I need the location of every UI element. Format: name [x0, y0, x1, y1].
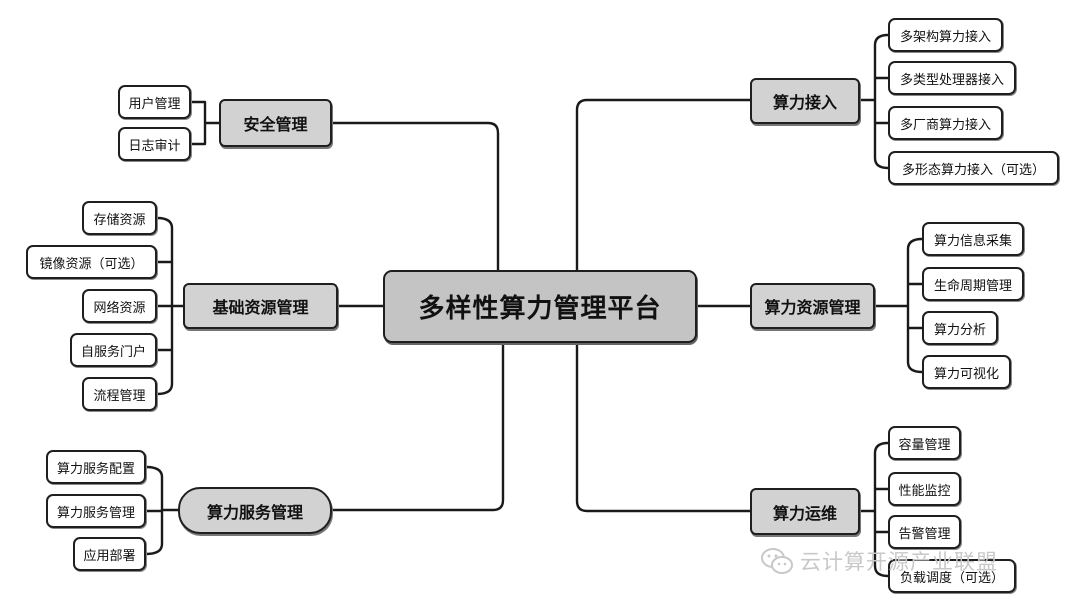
leaf-alarm: 告警管理 — [888, 515, 961, 549]
leaf-info-collect: 算力信息采集 — [922, 222, 1024, 256]
root-node: 多样性算力管理平台 — [383, 270, 697, 343]
bracket-base — [155, 216, 185, 396]
bracket-security — [189, 100, 221, 146]
branch-ops: 算力运维 — [750, 488, 860, 535]
leaf-multi-vendor: 多厂商算力接入 — [888, 106, 1003, 140]
connector-root-service — [330, 341, 505, 512]
leaf-visualization: 算力可视化 — [922, 355, 1011, 389]
wechat-icon — [761, 548, 793, 574]
branch-service: 算力服务管理 — [178, 487, 332, 534]
connector-root-ops — [575, 341, 752, 513]
leaf-performance: 性能监控 — [888, 472, 961, 506]
watermark: 云计算开源产业联盟 — [760, 546, 998, 576]
leaf-network: 网络资源 — [82, 289, 157, 323]
branch-access: 算力接入 — [750, 78, 860, 124]
leaf-workflow: 流程管理 — [82, 377, 157, 411]
leaf-service-management: 算力服务管理 — [46, 494, 146, 528]
leaf-log-audit: 日志审计 — [118, 127, 191, 161]
bracket-compute — [873, 237, 924, 374]
leaf-storage: 存储资源 — [82, 201, 157, 235]
leaf-multi-form: 多形态算力接入（可选） — [888, 151, 1059, 185]
leaf-self-service: 自服务门户 — [70, 333, 157, 367]
leaf-lifecycle: 生命周期管理 — [922, 267, 1024, 301]
leaf-multi-processor: 多类型处理器接入 — [888, 61, 1016, 95]
leaf-analysis: 算力分析 — [922, 311, 998, 345]
branch-compute-resource: 算力资源管理 — [750, 283, 875, 329]
leaf-service-config: 算力服务配置 — [46, 450, 146, 484]
leaf-multi-arch: 多架构算力接入 — [888, 18, 1003, 52]
branch-base-resource: 基础资源管理 — [183, 283, 338, 329]
bracket-access — [858, 33, 890, 170]
bracket-ops — [858, 441, 890, 578]
bracket-service — [144, 465, 180, 556]
branch-security: 安全管理 — [219, 99, 332, 147]
leaf-load-scheduling: 负载调度（可选） — [888, 559, 1016, 593]
connector-root-access — [575, 98, 752, 272]
leaf-app-deploy: 应用部署 — [73, 537, 146, 571]
watermark-text: 云计算开源产业联盟 — [800, 550, 998, 574]
connector-root-security — [330, 121, 500, 272]
leaf-image: 镜像资源（可选） — [26, 245, 157, 279]
leaf-capacity: 容量管理 — [888, 426, 961, 460]
leaf-user-management: 用户管理 — [118, 85, 191, 119]
